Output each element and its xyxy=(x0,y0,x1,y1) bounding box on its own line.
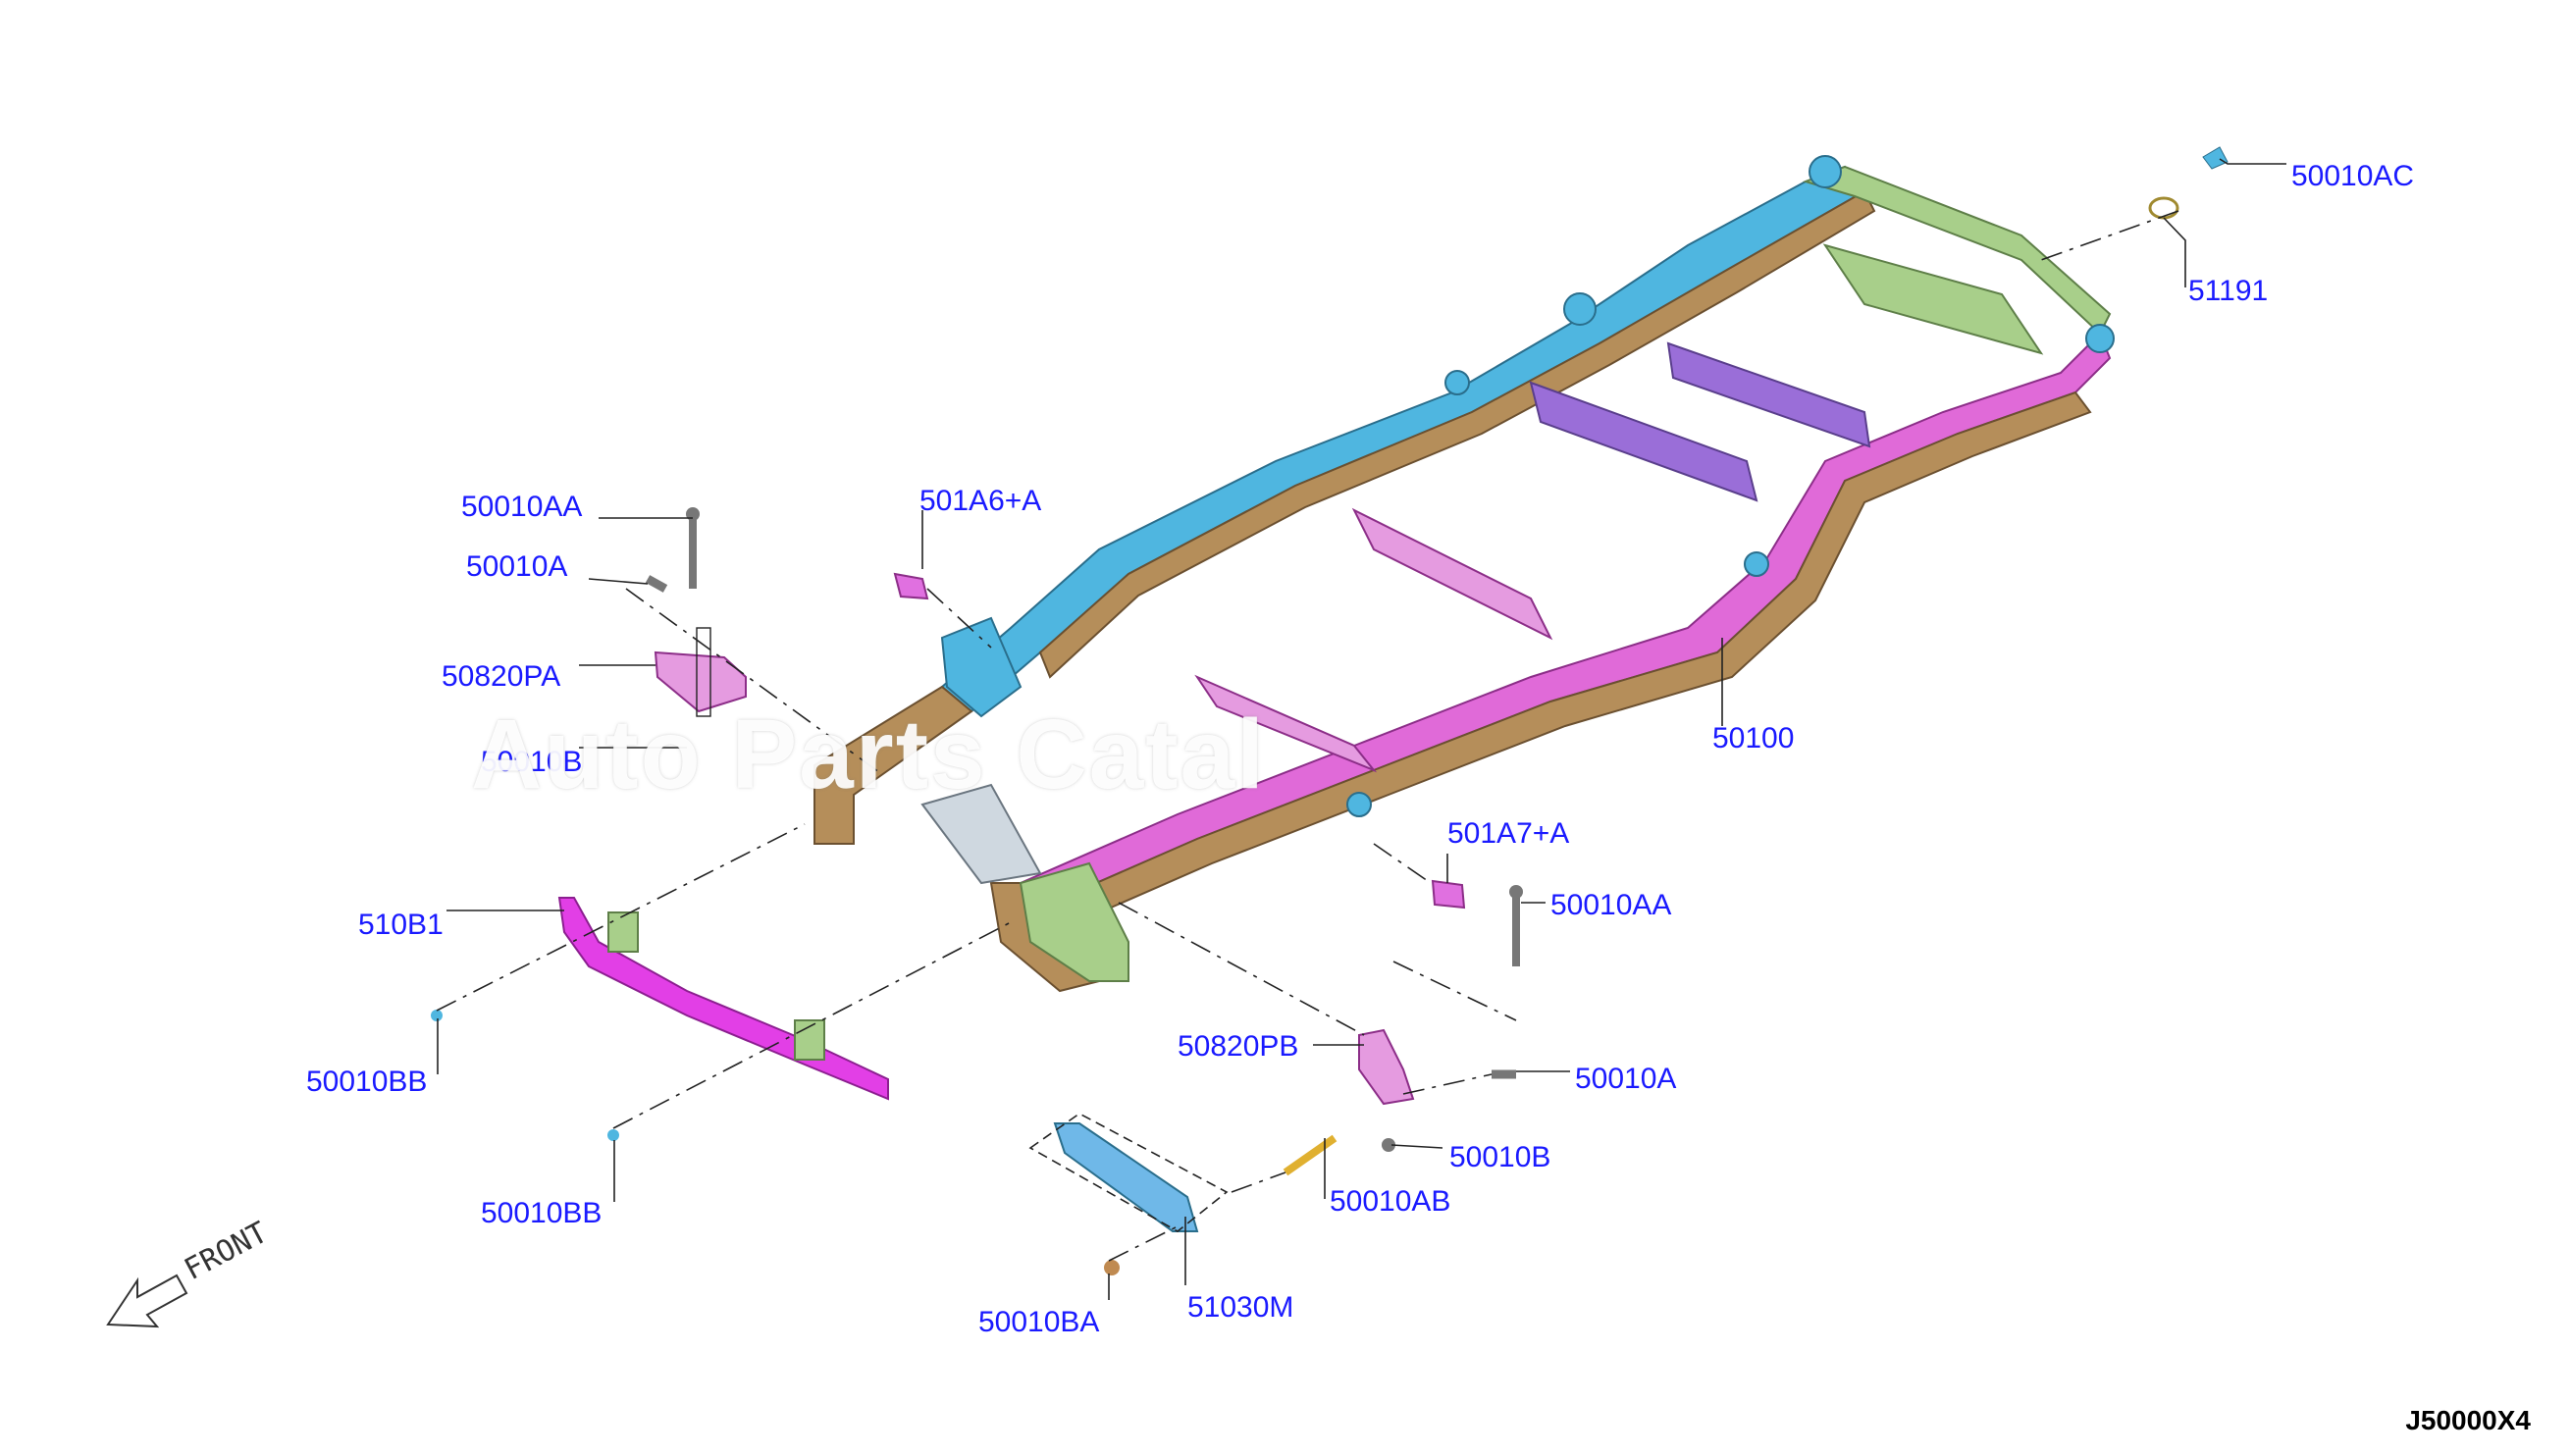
bracket-50820pa xyxy=(654,627,747,717)
callout-50010a-right[interactable]: 50010A xyxy=(1575,1063,1677,1095)
assembly-lines xyxy=(436,210,2179,1262)
bushing-501a6 xyxy=(893,572,929,600)
callout-50010aa-left[interactable]: 50010AA xyxy=(461,491,583,523)
callout-501a7a[interactable]: 501A7+A xyxy=(1447,817,1570,850)
callout-50010aa-right[interactable]: 50010AA xyxy=(1550,889,1672,921)
callout-50010b-left[interactable]: 50010B xyxy=(481,746,583,778)
callout-510b1[interactable]: 510B1 xyxy=(358,909,444,941)
front-label: FRONT xyxy=(179,1216,273,1287)
callout-50820pb[interactable]: 50820PB xyxy=(1178,1030,1299,1063)
front-arrow-icon: FRONT xyxy=(106,1216,273,1328)
callout-50010bb-bottom[interactable]: 50010BB xyxy=(481,1197,603,1229)
callout-50100[interactable]: 50100 xyxy=(1712,722,1795,754)
main-frame xyxy=(813,155,2115,993)
callout-50010ab[interactable]: 50010AB xyxy=(1330,1185,1451,1218)
callout-51030m[interactable]: 51030M xyxy=(1187,1291,1294,1324)
callout-50010ba[interactable]: 50010BA xyxy=(978,1306,1100,1338)
crossmember-51030m xyxy=(1028,1113,1229,1232)
bracket-50820pb xyxy=(1358,1028,1415,1106)
callout-50820pa[interactable]: 50820PA xyxy=(442,660,561,693)
bushing-501a7 xyxy=(1431,879,1466,910)
callout-50010bb-top[interactable]: 50010BB xyxy=(306,1066,428,1098)
bumper-reinforcement xyxy=(557,897,889,1101)
callout-50010ac[interactable]: 50010AC xyxy=(2291,160,2415,192)
diagram-id: J50000X4 xyxy=(2405,1405,2531,1435)
callout-501a6a[interactable]: 501A6+A xyxy=(919,485,1042,517)
callout-50010a-left[interactable]: 50010A xyxy=(466,550,568,583)
callout-51191[interactable]: 51191 xyxy=(2188,275,2269,307)
leader-lines xyxy=(437,158,2286,1300)
callout-50010b-right[interactable]: 50010B xyxy=(1449,1141,1551,1173)
fasteners xyxy=(431,146,2229,1275)
